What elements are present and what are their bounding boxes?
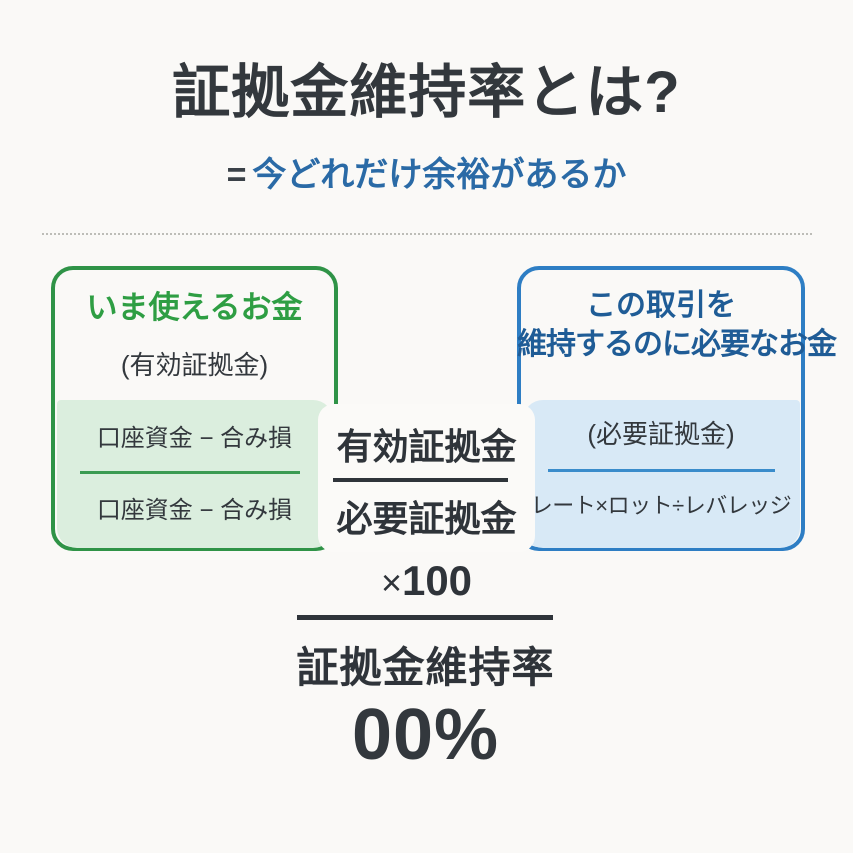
result-value: 00% <box>351 695 500 775</box>
main-fraction-rule <box>297 615 553 620</box>
multiplier: ×100 <box>318 557 535 605</box>
dotted-divider <box>42 233 812 235</box>
left-box-subheading: (有効証拠金) <box>120 350 269 380</box>
right-box-heading-line-1: この取引を <box>586 289 736 322</box>
right-box-fraction-rule <box>548 469 775 472</box>
left-green-fill <box>57 400 333 548</box>
center-formula-numerator: 有効証拠金 <box>336 426 517 467</box>
center-formula-rule <box>333 478 508 482</box>
page-title: 証拠金維持率とは? <box>172 60 681 125</box>
page-subtitle: =今どれだけ余裕があるか <box>0 156 853 194</box>
result-label: 証拠金維持率 <box>296 644 555 691</box>
left-box-formula-denominator: 口座資金 − 合み損 <box>96 497 293 524</box>
subtitle-text: 今どれだけ余裕があるか <box>252 156 627 194</box>
subtitle-equals-sign: = <box>226 156 247 194</box>
right-box-heading: この取引を 維持するのに必要なお金 <box>517 289 837 362</box>
multiplier-symbol: × <box>380 562 402 603</box>
right-box-heading-line-2: 維持するのに必要なお金 <box>517 327 837 361</box>
right-box-subheading: (必要証拠金) <box>587 419 735 449</box>
left-box-formula-numerator: 口座資金 − 合み損 <box>96 425 293 452</box>
multiplier-value: 100 <box>401 557 473 604</box>
right-box-formula: レート×ロット÷レバレッジ <box>530 493 792 518</box>
center-formula-denominator: 必要証拠金 <box>336 498 517 539</box>
left-box-fraction-rule <box>80 471 300 474</box>
right-blue-fill <box>523 400 800 548</box>
left-box-heading: いま使えるお金 <box>86 290 303 325</box>
